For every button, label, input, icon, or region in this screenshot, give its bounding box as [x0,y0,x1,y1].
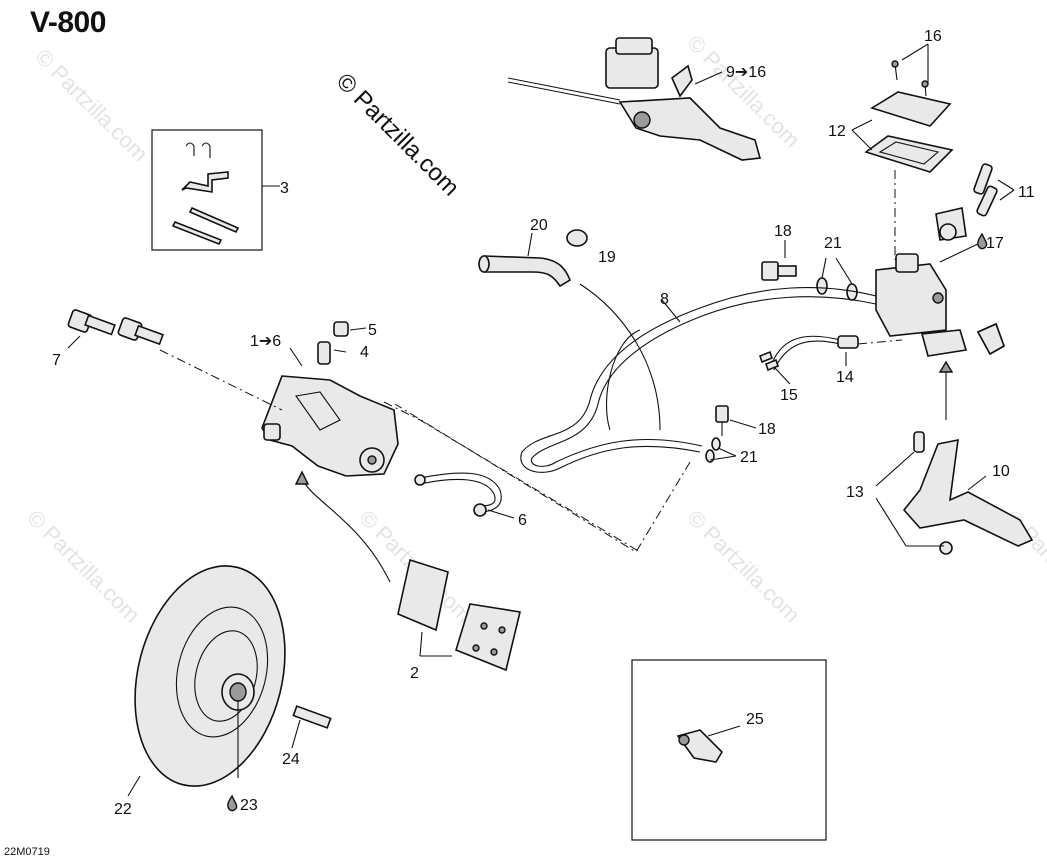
caliper-bolts [67,309,164,346]
callout-19: 19 [598,249,616,266]
drawing-code: 22M0719 [4,846,50,858]
callout-21-upper: 21 [824,235,842,252]
callout-20: 20 [530,217,548,234]
callout-10: 10 [992,463,1010,480]
brake-pads [397,558,521,672]
fluid-drop-icon [977,232,988,250]
brake-hand-lever [902,431,1034,555]
callout-3: 3 [280,180,289,197]
callout-18-upper: 18 [774,223,792,240]
brake-hose [520,287,877,473]
callout-18-lower: 18 [758,421,776,438]
callout-15: 15 [780,387,798,404]
callout-13: 13 [846,484,864,501]
callout-21-lower: 21 [740,449,758,466]
callout-22: 22 [114,801,132,818]
handlebar-clamp [935,163,998,241]
brake-switch-wiring [759,335,859,372]
banjo-bolt-upper [761,261,858,301]
caliper-brake-line [414,472,502,517]
callout-25: 25 [746,711,764,728]
upper-master-cylinder [507,37,762,161]
callout-14: 14 [836,369,854,386]
callout-17: 17 [986,235,1004,252]
callout-8: 8 [660,291,669,308]
callout-5: 5 [368,322,377,339]
callout-24: 24 [282,751,300,768]
callout-7: 7 [52,352,61,369]
retaining-clip [676,729,724,763]
fluid-drop-icon [227,794,238,812]
callout-2: 2 [410,665,419,682]
brake-caliper [261,321,399,477]
banjo-bolt-lower [705,405,729,463]
callout-12: 12 [828,123,846,140]
callout-6: 6 [518,512,527,529]
callout-1-6: 1➔6 [250,333,281,350]
reservoir-cap [976,322,1005,356]
callout-9-16: 9➔16 [726,64,766,81]
brake-disc [134,565,332,787]
clip-kit-parts [171,142,240,246]
callout-4: 4 [360,344,369,361]
callout-23: 23 [240,797,258,814]
hose-guide [478,229,588,288]
clip-kit-box [151,129,263,251]
callout-11: 11 [1018,184,1035,201]
model-title: V-800 [30,6,106,39]
callout-16: 16 [924,28,942,45]
reservoir-cover [864,60,954,173]
clip-box [631,659,827,841]
